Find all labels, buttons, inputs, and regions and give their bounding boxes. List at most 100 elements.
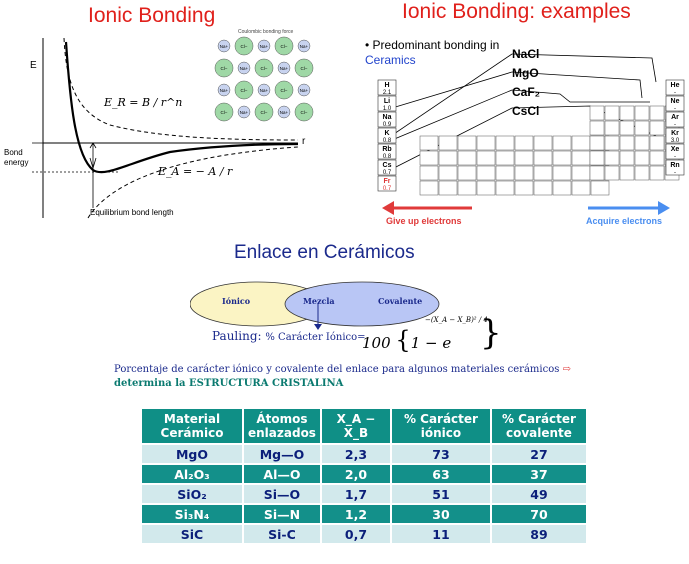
svg-text:Cl−: Cl− <box>301 110 308 115</box>
svg-text:Na+: Na+ <box>280 110 289 115</box>
element-cell <box>495 165 515 181</box>
element-cell <box>533 150 553 166</box>
element-cell <box>495 150 515 166</box>
element-cell <box>476 150 496 166</box>
element-cell <box>604 135 620 151</box>
element-cell <box>438 180 458 196</box>
cell-covalent: 70 <box>491 505 586 523</box>
svg-text:3.0: 3.0 <box>671 138 680 144</box>
svg-text:-: - <box>674 122 676 128</box>
element-cell <box>419 135 439 151</box>
cell-material: MgO <box>142 445 242 463</box>
svg-text:Cs: Cs <box>383 162 392 169</box>
cell-diff: 1,2 <box>321 505 390 523</box>
svg-text:Xe: Xe <box>671 146 680 153</box>
svg-text:Na+: Na+ <box>260 44 269 49</box>
equilibrium-label: Equilibrium bond length <box>90 208 174 217</box>
svg-text:-: - <box>674 170 676 176</box>
table-row: SiO₂ Si—O 1,7 51 49 <box>142 485 586 503</box>
formula-exponent: −(X_A − X_B)² / 4 <box>425 316 488 324</box>
svg-text:Cl−: Cl− <box>221 66 228 71</box>
svg-text:H: H <box>384 82 389 89</box>
element-cell <box>589 105 605 121</box>
sodium-ion: Na+ <box>237 105 251 119</box>
arrow-icon: ⇨ <box>562 364 571 375</box>
element-cell <box>604 150 620 166</box>
svg-text:0.7: 0.7 <box>383 170 392 176</box>
element-he: He- <box>665 79 685 96</box>
svg-text:Cl−: Cl− <box>241 88 248 93</box>
pauling-label: Pauling: % Carácter Iónico= <box>212 329 366 343</box>
element-cell <box>590 180 610 196</box>
table-row: Al₂O₃ Al—O 2,0 63 37 <box>142 465 586 483</box>
element-cell <box>619 150 635 166</box>
pauling-sub: % Carácter Iónico= <box>265 332 366 343</box>
cell-diff: 2,3 <box>321 445 390 463</box>
element-cell <box>438 150 458 166</box>
enlace-heading: Enlace en Cerámicos <box>234 242 415 263</box>
element-cell <box>476 135 496 151</box>
sodium-ion: Na+ <box>217 39 231 53</box>
svg-text:Na+: Na+ <box>280 66 289 71</box>
svg-text:Na+: Na+ <box>300 44 309 49</box>
element-cell <box>457 165 477 181</box>
element-ne: Ne- <box>665 95 685 112</box>
element-na: Na0.9 <box>377 111 397 128</box>
svg-text:Na+: Na+ <box>240 66 249 71</box>
element-cell <box>634 165 650 181</box>
cell-ionic: 73 <box>391 445 490 463</box>
svg-text:Na+: Na+ <box>260 88 269 93</box>
cell-material: Si₃N₄ <box>142 505 242 523</box>
svg-text:-: - <box>674 90 676 96</box>
pauling-formula: 100 {1 − e <box>362 326 452 354</box>
caption-line2: determina la ESTRUCTURA CRISTALINA <box>114 378 344 389</box>
cell-material: Al₂O₃ <box>142 465 242 483</box>
element-cell <box>514 150 534 166</box>
element-cell <box>571 180 591 196</box>
bonding-venn <box>190 281 440 330</box>
sodium-ion: Na+ <box>237 61 251 75</box>
svg-text:0.8: 0.8 <box>383 154 392 160</box>
svg-text:2.1: 2.1 <box>383 90 392 96</box>
svg-text:Ne: Ne <box>671 98 680 105</box>
svg-text:Na+: Na+ <box>240 110 249 115</box>
svg-text:Kr: Kr <box>671 130 679 137</box>
sodium-ion: Na+ <box>297 39 311 53</box>
svg-text:0.8: 0.8 <box>383 138 392 144</box>
element-cell <box>571 150 591 166</box>
header-covalent: % Carácter covalente <box>491 409 586 443</box>
chloride-ion: Cl− <box>254 102 274 122</box>
element-cell <box>552 135 572 151</box>
chloride-ion: Cl− <box>214 102 234 122</box>
repulsive-equation: E_R = B / r^n <box>104 96 183 109</box>
ion-lattice: Na+Cl−Na+Cl−Na+Cl−Na+Cl−Na+Cl−Na+Cl−Na+C… <box>214 36 314 122</box>
cell-covalent: 37 <box>491 465 586 483</box>
element-cell <box>514 165 534 181</box>
header-material: Material Cerámico <box>142 409 242 443</box>
svg-text:0.7: 0.7 <box>383 186 392 192</box>
element-cell <box>533 135 553 151</box>
element-li: Li1.0 <box>377 95 397 112</box>
caption-text: Porcentaje de carácter iónico y covalent… <box>114 364 560 375</box>
element-rn: Rn- <box>665 159 685 176</box>
chloride-ion: Cl− <box>214 58 234 78</box>
element-xe: Xe- <box>665 143 685 160</box>
energy-curve-diagram <box>32 37 299 219</box>
element-cell <box>619 165 635 181</box>
svg-text:-: - <box>674 106 676 112</box>
element-cell <box>419 180 439 196</box>
svg-text:Cl−: Cl− <box>281 44 288 49</box>
header-ionic: % Carácter iónico <box>391 409 490 443</box>
caption-line1: Porcentaje de carácter iónico y covalent… <box>114 364 571 375</box>
svg-text:Li: Li <box>384 98 390 105</box>
svg-text:K: K <box>384 130 389 137</box>
pauling-word: Pauling: <box>212 329 262 343</box>
header-diff: X_A − X_B <box>321 409 390 443</box>
cell-atoms: Mg—O <box>244 445 320 463</box>
compound-caf2: CaF₂ <box>512 85 541 99</box>
cell-diff: 2,0 <box>321 465 390 483</box>
element-cell <box>604 120 620 136</box>
sodium-ion: Na+ <box>297 83 311 97</box>
element-fr: Fr0.7 <box>377 175 397 192</box>
coulombic-label: Coulombic bonding force <box>238 29 294 35</box>
